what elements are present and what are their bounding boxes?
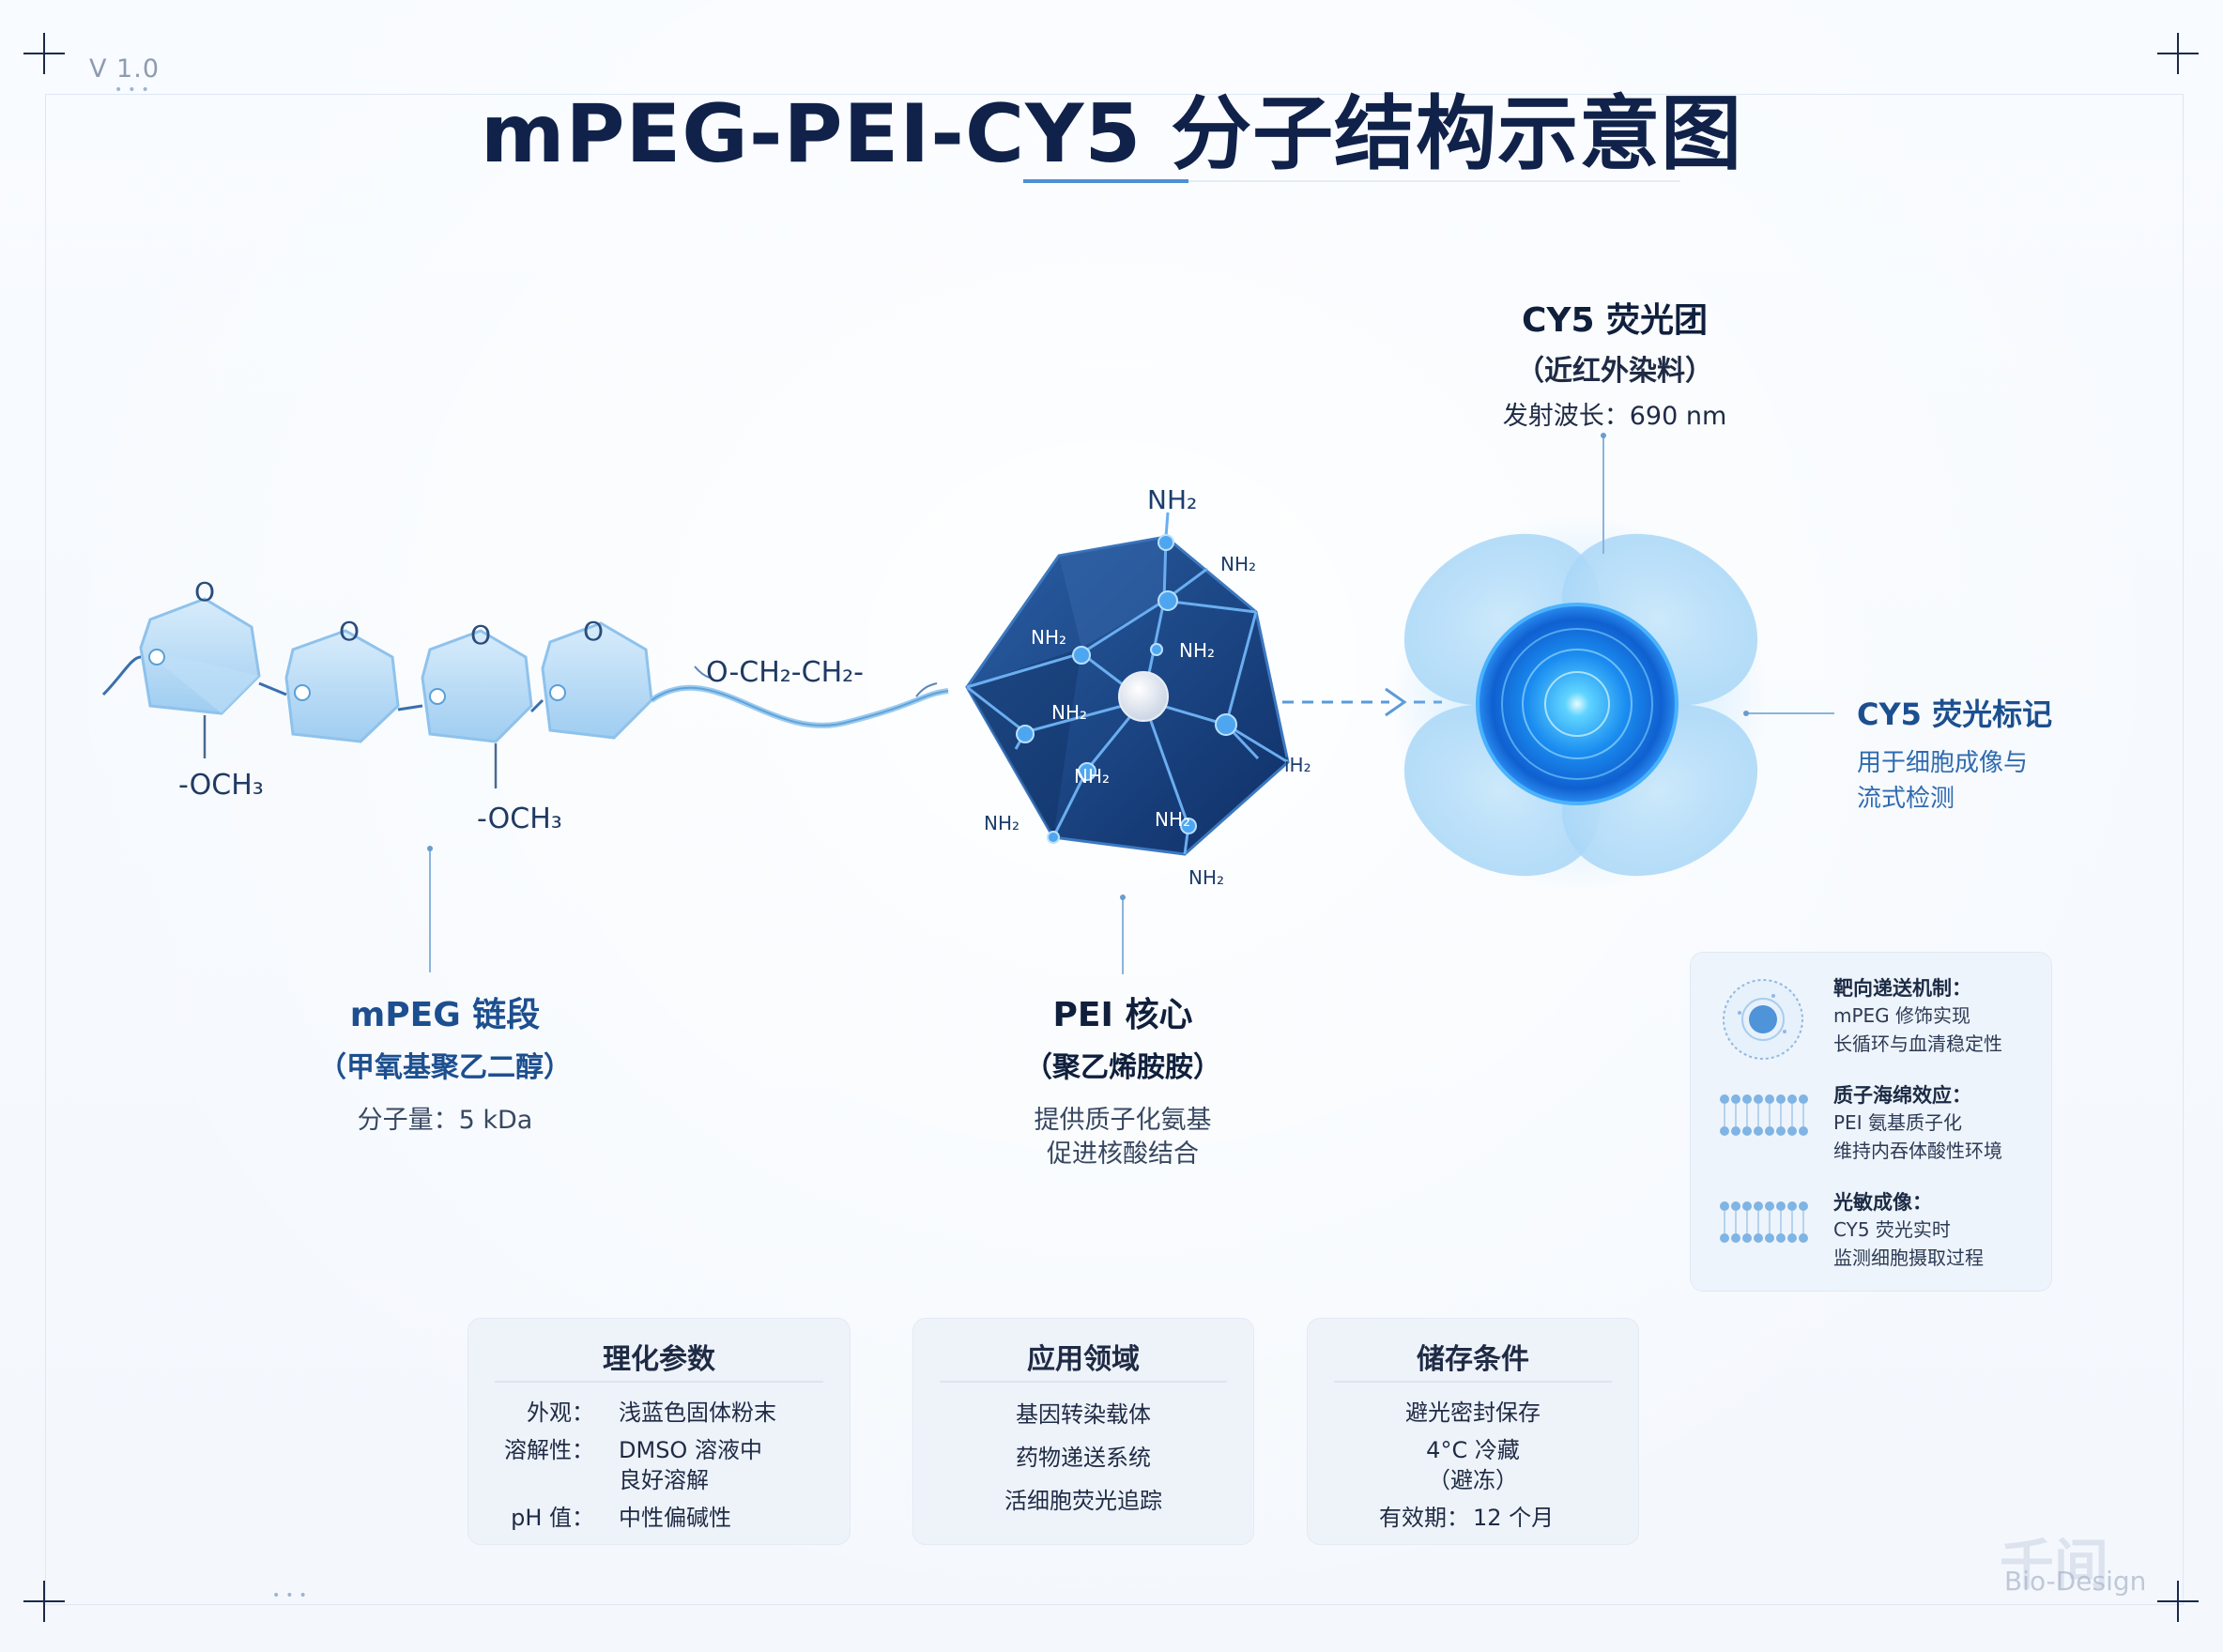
mpeg-detail: 分子量：5 kDa [357,1106,533,1135]
nh2-label: NH₂ [1179,639,1215,662]
cy5-side-title: CY5 荧光标记 [1857,696,2053,732]
methoxy-label: -OCH₃ [178,769,264,802]
corner-crosshair-icon [23,1581,65,1622]
peg-oxygen-label: O [583,616,604,647]
applications-card: 应用领域 基因转染载体 药物递送系统 活细胞荧光追踪 [912,1318,1254,1545]
corner-crosshair-icon [23,33,65,74]
linker-label: O-CH₂-CH₂- [706,656,864,689]
nh2-label: NH₂ [1155,808,1190,831]
param-value: 中性偏碱性 [619,1505,731,1531]
mpeg-label: mPEG 链段 （甲氧基聚乙二醇） 分子量：5 kDa [299,987,591,1138]
cy5-fluorophore [1391,514,1767,890]
physchem-card: 理化参数 外观： 浅蓝色固体粉末 溶解性： DMSO 溶液中 良好溶解 pH 值… [468,1318,851,1545]
mechanism-item: 光敏成像： CY5 荧光实时 监测细胞摄取过程 [1833,1187,2049,1272]
watermark-brand: Bio-Design [2004,1566,2147,1597]
cy5-detail: 发射波长：690 nm [1502,402,1727,431]
cy5-side-line-1: 用于细胞成像与 [1857,749,2029,777]
application-item: 活细胞荧光追踪 [1004,1488,1162,1514]
nh2-label: NH₂ [1188,866,1224,889]
peg-chain-tail [101,655,142,696]
storage-item: （避冻） [1428,1467,1518,1493]
mechanism-card: 靶向递送机制： mPEG 修饰实现 长循环与血清稳定性 质子海绵效应： PEI … [1690,952,2052,1292]
peg-ring-1 [139,597,261,715]
cell-icon [1719,975,1807,1063]
card-title: 应用领域 [1027,1343,1140,1376]
nh2-label: NH₂ [1220,553,1256,575]
mechanism-line: PEI 氨基质子化 [1833,1111,1962,1134]
lipid-bilayer-icon [1719,1092,1809,1139]
mechanism-title: 靶向递送机制： [1833,977,1971,1000]
application-item: 药物递送系统 [1016,1445,1151,1471]
nh2-label: NH₂ [1147,484,1197,515]
param-value: 良好溶解 [619,1467,709,1493]
corner-crosshair-icon [2157,33,2199,74]
mpeg-title: mPEG 链段 [349,996,541,1034]
title-underline [1023,180,1680,182]
pei-center-atom [1118,671,1169,722]
watermark-logo: 千间 [2000,1533,2109,1597]
nh2-label: NH₂ [1074,765,1110,788]
mechanism-title: 质子海绵效应： [1833,1084,1971,1107]
lipid-bilayer-icon [1719,1199,1809,1246]
pei-detail-2: 促进核酸结合 [1047,1140,1199,1169]
param-value: 浅蓝色固体粉末 [619,1400,776,1426]
nh2-label: NH₂ [1031,626,1066,649]
peg-ring-2 [284,629,400,743]
mechanism-line: 长循环与血清稳定性 [1833,1032,2002,1055]
pei-detail-1: 提供质子化氨基 [1034,1106,1212,1135]
application-item: 基因转染载体 [1016,1401,1151,1428]
mechanism-line: 监测细胞摄取过程 [1833,1247,1984,1269]
methoxy-label: -OCH₃ [477,803,562,835]
card-divider [940,1381,1227,1383]
peg-chain [650,684,949,728]
nh2-label: iH₂ [1284,754,1311,776]
mechanism-item: 靶向递送机制： mPEG 修饰实现 长循环与血清稳定性 [1833,973,2049,1058]
storage-item: 4°C 冷藏 [1426,1437,1520,1463]
corner-crosshair-icon [2157,1581,2199,1622]
param-key: pH 值： [511,1505,594,1531]
card-divider [495,1381,823,1383]
card-divider [1334,1381,1612,1383]
pei-title: PEI 核心 [1052,996,1193,1034]
storage-item: 避光密封保存 [1405,1400,1541,1426]
mechanism-title: 光敏成像： [1833,1191,1932,1214]
title-underline-accent [1023,179,1188,183]
storage-card: 储存条件 避光密封保存 4°C 冷藏 （避冻） 有效期： 12 个月 [1307,1318,1639,1545]
param-value: DMSO 溶液中 [619,1437,762,1463]
cy5-title: CY5 荧光团 [1521,301,1709,340]
param-key: 外观： [527,1400,594,1426]
shelf-life-key: 有效期： [1379,1505,1469,1531]
mpeg-subtitle: （甲氧基聚乙二醇） [318,1051,572,1084]
nh2-label: NH₂ [984,812,1020,834]
cy5-side-line-2: 流式检测 [1857,785,1955,813]
peg-oxygen-label: O [470,620,491,650]
peg-ring-3 [421,629,533,743]
mechanism-line: CY5 荧光实时 [1833,1218,1951,1241]
pei-subtitle: （聚乙烯胺胺） [1024,1051,1221,1084]
nh2-label: NH₂ [1051,701,1087,724]
peg-oxygen-label: O [339,616,360,647]
mechanism-item: 质子海绵效应： PEI 氨基质子化 维持内吞体酸性环境 [1833,1080,2049,1165]
cy5-side-label: CY5 荧光标记 用于细胞成像与 流式检测 [1857,691,2082,817]
decorative-dots: ••• [115,83,155,98]
card-title: 储存条件 [1417,1343,1529,1376]
cy5-subtitle: （近红外染料） [1516,355,1713,388]
cy5-label: CY5 荧光团 （近红外染料） 发射波长：690 nm [1446,293,1784,434]
peg-oxygen-label: O [194,576,215,607]
card-title: 理化参数 [603,1343,715,1376]
peg-ring-4 [541,621,653,740]
mechanism-line: 维持内吞体酸性环境 [1833,1140,2002,1162]
decorative-dots: ••• [272,1588,313,1603]
version-label: V 1.0 [89,54,160,84]
page-title: mPEG-PEI-CY5 分子结构示意图 [480,87,1743,181]
mechanism-line: mPEG 修饰实现 [1833,1004,1971,1027]
shelf-life-value: 12 个月 [1473,1505,1555,1531]
pei-label: PEI 核心 （聚乙烯胺胺） 提供质子化氨基 促进核酸结合 [973,987,1273,1171]
pei-core [965,512,1290,856]
param-key: 溶解性： [504,1437,594,1463]
